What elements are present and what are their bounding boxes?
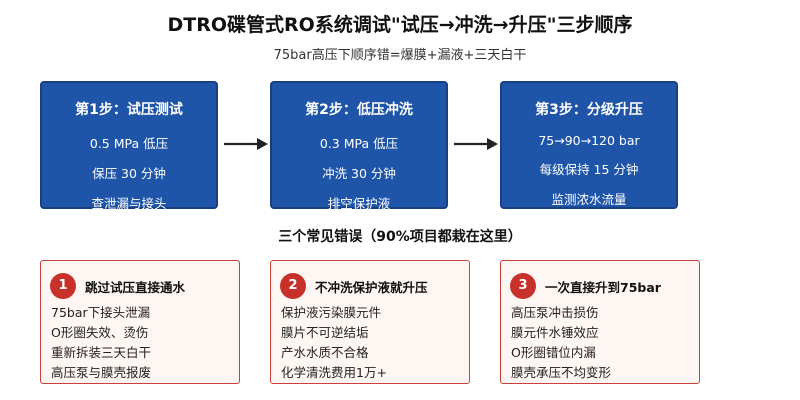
- list-item: 膜元件水锤效应: [511, 325, 599, 340]
- diagram-subtitle: 75bar高压下顺序错=爆膜+漏液+三天白干: [273, 48, 527, 63]
- mistake-card-3: 3 一次直接升到75bar 高压泵冲击损伤 膜元件水锤效应 O形圈错位内漏 膜壳…: [500, 260, 700, 384]
- mistakes-title: 三个常见错误（90%项目都栽在这里）: [278, 229, 522, 245]
- step-title: 第2步：低压冲洗: [305, 102, 413, 118]
- list-item: 产水水质不合格: [281, 345, 369, 360]
- number-badge: 1: [50, 273, 76, 299]
- step-line: 查泄漏与接头: [91, 196, 167, 211]
- number-badge: 2: [280, 273, 306, 299]
- step-title: 第1步：试压测试: [75, 102, 183, 118]
- list-item: 75bar下接头泄漏: [51, 305, 151, 320]
- number-badge: 3: [510, 273, 536, 299]
- mistake-title: 跳过试压直接通水: [85, 280, 186, 295]
- mistake-title: 不冲洗保护液就升压: [315, 280, 428, 295]
- list-item: 高压泵与膜壳报废: [51, 365, 152, 380]
- list-item: 保护液污染膜元件: [281, 305, 382, 320]
- step-box-1: 第1步：试压测试 0.5 MPa 低压 保压 30 分钟 查泄漏与接头: [40, 81, 218, 211]
- list-item: O形圈失效、烫伤: [51, 325, 149, 340]
- mistake-list: 75bar下接头泄漏 O形圈失效、烫伤 重新拆装三天白干 高压泵与膜壳报废: [51, 303, 151, 383]
- arrow-right-icon: [454, 138, 498, 150]
- list-item: 化学清洗费用1万+: [281, 365, 387, 380]
- step-line: 75→90→120 bar: [538, 133, 640, 148]
- step-line: 0.3 MPa 低压: [319, 136, 399, 151]
- step-line: 排空保护液: [327, 196, 391, 211]
- mistake-card-2: 2 不冲洗保护液就升压 保护液污染膜元件 膜片不可逆结垢 产水水质不合格 化学清…: [270, 260, 470, 384]
- mistake-title: 一次直接升到75bar: [545, 280, 661, 295]
- arrow-right-icon: [224, 138, 268, 150]
- step-box-3: 第3步：分级升压 75→90→120 bar 每级保持 15 分钟 监测浓水流量: [500, 81, 678, 209]
- step-box-2: 第2步：低压冲洗 0.3 MPa 低压 冲洗 30 分钟 排空保护液: [270, 81, 448, 211]
- list-item: 膜片不可逆结垢: [281, 325, 369, 340]
- list-item: O形圈错位内漏: [511, 345, 596, 360]
- mistake-list: 高压泵冲击损伤 膜元件水锤效应 O形圈错位内漏 膜壳承压不均变形: [511, 303, 611, 383]
- step-title: 第3步：分级升压: [535, 102, 643, 118]
- mistake-card-1: 1 跳过试压直接通水 75bar下接头泄漏 O形圈失效、烫伤 重新拆装三天白干 …: [40, 260, 240, 384]
- step-line: 每级保持 15 分钟: [539, 162, 639, 177]
- list-item: 高压泵冲击损伤: [511, 305, 599, 320]
- mistake-list: 保护液污染膜元件 膜片不可逆结垢 产水水质不合格 化学清洗费用1万+: [281, 303, 387, 383]
- list-item: 重新拆装三天白干: [51, 345, 152, 360]
- diagram-title: DTRO碟管式RO系统调试"试压→冲洗→升压"三步顺序: [167, 14, 633, 36]
- step-line: 0.5 MPa 低压: [89, 136, 169, 151]
- step-line: 冲洗 30 分钟: [322, 166, 396, 181]
- list-item: 膜壳承压不均变形: [511, 365, 612, 380]
- step-line: 监测浓水流量: [551, 192, 627, 207]
- step-line: 保压 30 分钟: [92, 166, 166, 181]
